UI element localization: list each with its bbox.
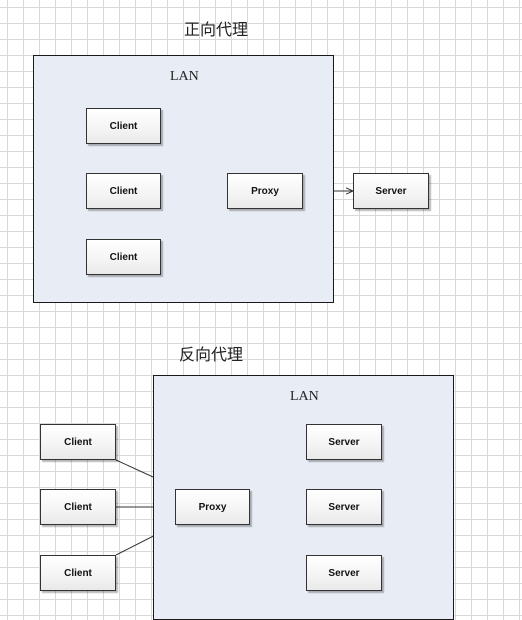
reverse-client-3[interactable]: Client xyxy=(40,555,116,591)
reverse-server-3[interactable]: Server xyxy=(306,555,382,591)
forward-lan-label: LAN xyxy=(170,69,199,84)
forward-client-1[interactable]: Client xyxy=(86,108,161,144)
forward-server-node[interactable]: Server xyxy=(353,173,429,209)
reverse-lan-label: LAN xyxy=(290,389,319,404)
reverse-server-2[interactable]: Server xyxy=(306,489,382,525)
reverse-proxy-title: 反向代理 xyxy=(179,345,244,364)
reverse-server-1[interactable]: Server xyxy=(306,424,382,460)
forward-proxy-node[interactable]: Proxy xyxy=(227,173,303,209)
forward-client-2[interactable]: Client xyxy=(86,173,161,209)
forward-client-3[interactable]: Client xyxy=(86,239,161,275)
reverse-client-1[interactable]: Client xyxy=(40,424,116,460)
reverse-client-2[interactable]: Client xyxy=(40,489,116,525)
reverse-proxy-node[interactable]: Proxy xyxy=(175,489,250,525)
forward-proxy-title: 正向代理 xyxy=(184,20,249,39)
